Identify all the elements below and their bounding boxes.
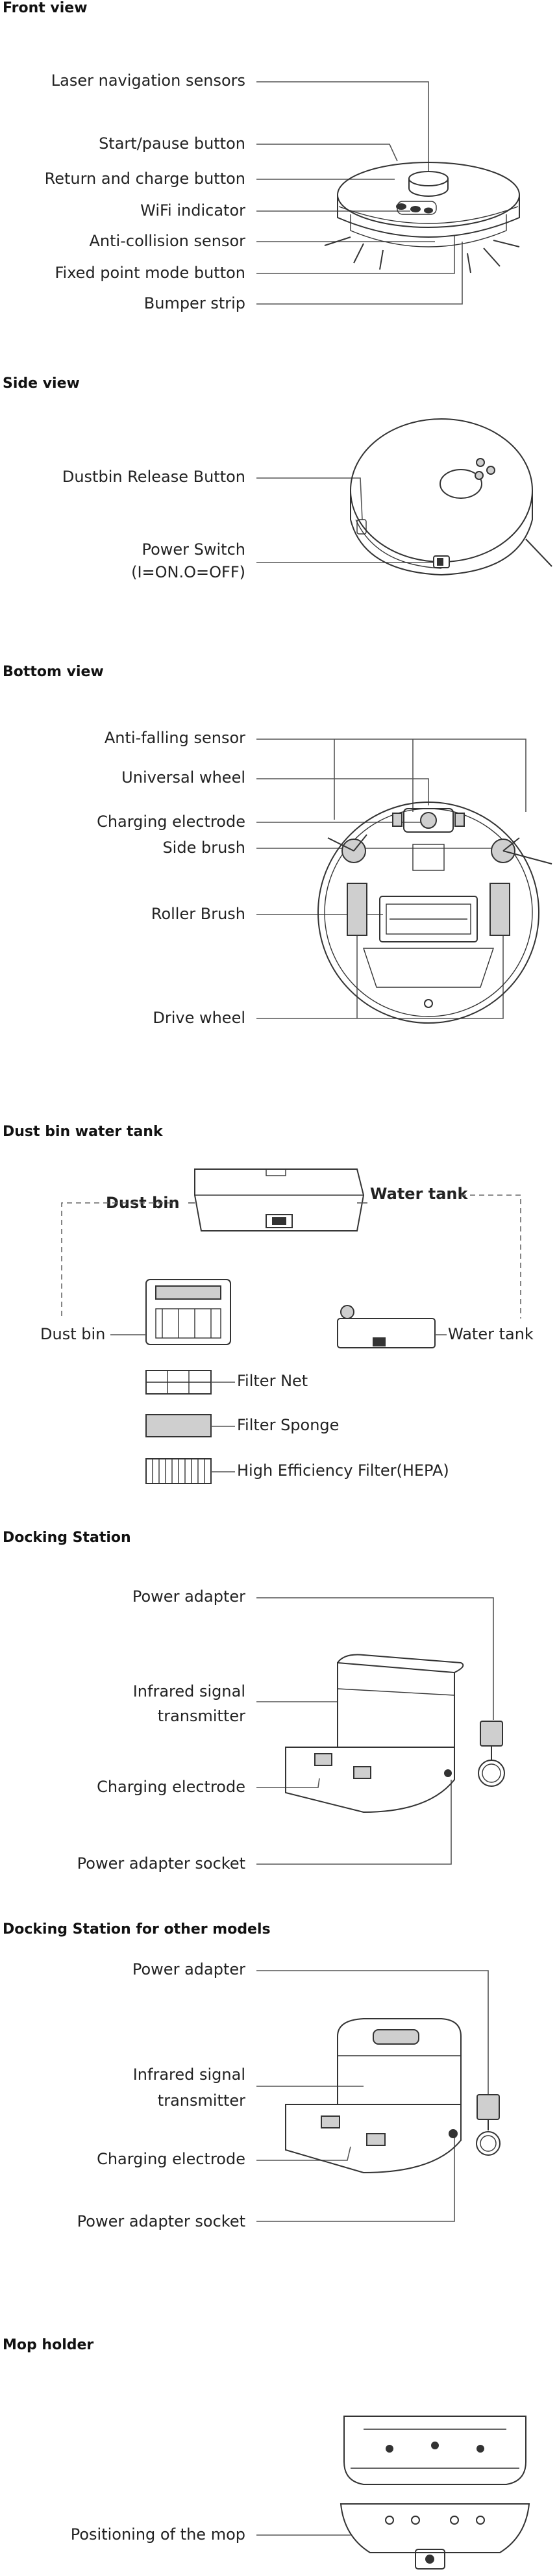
label-wifi-indicator: WiFi indicator — [140, 201, 245, 220]
label-water-tank: Water tank — [448, 1325, 534, 1343]
label-power-switch: Power Switch — [142, 540, 245, 559]
mop-holder-title: Mop holder — [3, 2337, 94, 2353]
label-dock-adapter-socket: Power adapter socket — [77, 1854, 245, 1873]
label-fixed-point-mode-button: Fixed point mode button — [55, 264, 245, 282]
label-dust-bin: Dust bin — [40, 1325, 106, 1343]
label-start-pause-button: Start/pause button — [99, 134, 245, 153]
label-drive-wheel: Drive wheel — [153, 1009, 245, 1027]
bottom-view-robot-drawing — [256, 739, 552, 1024]
label-water-tank-top: Water tank — [370, 1185, 468, 1203]
label-dock2-infrared-1: Infrared signal — [132, 2065, 245, 2084]
label-dock2-adapter-socket: Power adapter socket — [77, 2212, 245, 2230]
label-dock-power-adapter: Power adapter — [132, 1587, 245, 1606]
label-positioning-of-mop: Positioning of the mop — [70, 2525, 245, 2544]
label-laser-navigation-sensors: Laser navigation sensors — [51, 71, 245, 90]
label-return-charge-button: Return and charge button — [44, 170, 245, 188]
label-bumper-strip: Bumper strip — [143, 294, 245, 312]
docking-station-title: Docking Station — [3, 1530, 131, 1546]
label-dock-infrared-2: transmitter — [157, 1707, 245, 1725]
docking-station-other-title: Docking Station for other models — [3, 1921, 271, 1938]
label-charging-electrode: Charging electrode — [97, 813, 245, 831]
label-anti-collision-sensor: Anti-collision sensor — [89, 232, 245, 250]
docking-station-drawing — [256, 1597, 505, 1865]
side-view-title: Side view — [3, 375, 80, 392]
label-anti-falling-sensor: Anti-falling sensor — [104, 729, 245, 747]
label-dock-charging-electrode: Charging electrode — [97, 1778, 245, 1796]
label-dock2-power-adapter: Power adapter — [132, 1960, 245, 1978]
label-filter-net: Filter Net — [237, 1372, 308, 1390]
dustbin-water-tank-drawing — [61, 1168, 521, 1484]
label-dock2-charging-electrode: Charging electrode — [97, 2150, 245, 2168]
label-power-switch-legend: (I=ON.O=OFF) — [131, 563, 245, 581]
dustbin-title: Dust bin water tank — [3, 1124, 163, 1140]
label-dustbin-release-button: Dustbin Release Button — [62, 468, 245, 486]
label-dock-infrared-1: Infrared signal — [132, 1682, 245, 1700]
side-view-robot-drawing — [256, 418, 552, 576]
label-side-brush: Side brush — [162, 839, 245, 857]
label-hepa-filter: High Efficiency Filter(HEPA) — [237, 1461, 449, 1480]
bottom-view-title: Bottom view — [3, 664, 104, 680]
label-filter-sponge: Filter Sponge — [237, 1416, 340, 1434]
label-dock2-infrared-2: transmitter — [157, 2091, 245, 2110]
label-roller-brush: Roller Brush — [151, 905, 245, 923]
front-view-robot-drawing — [256, 81, 520, 305]
label-universal-wheel: Universal wheel — [121, 768, 245, 787]
front-view-title: Front view — [3, 0, 88, 16]
docking-station-other-drawing — [256, 1970, 501, 2222]
